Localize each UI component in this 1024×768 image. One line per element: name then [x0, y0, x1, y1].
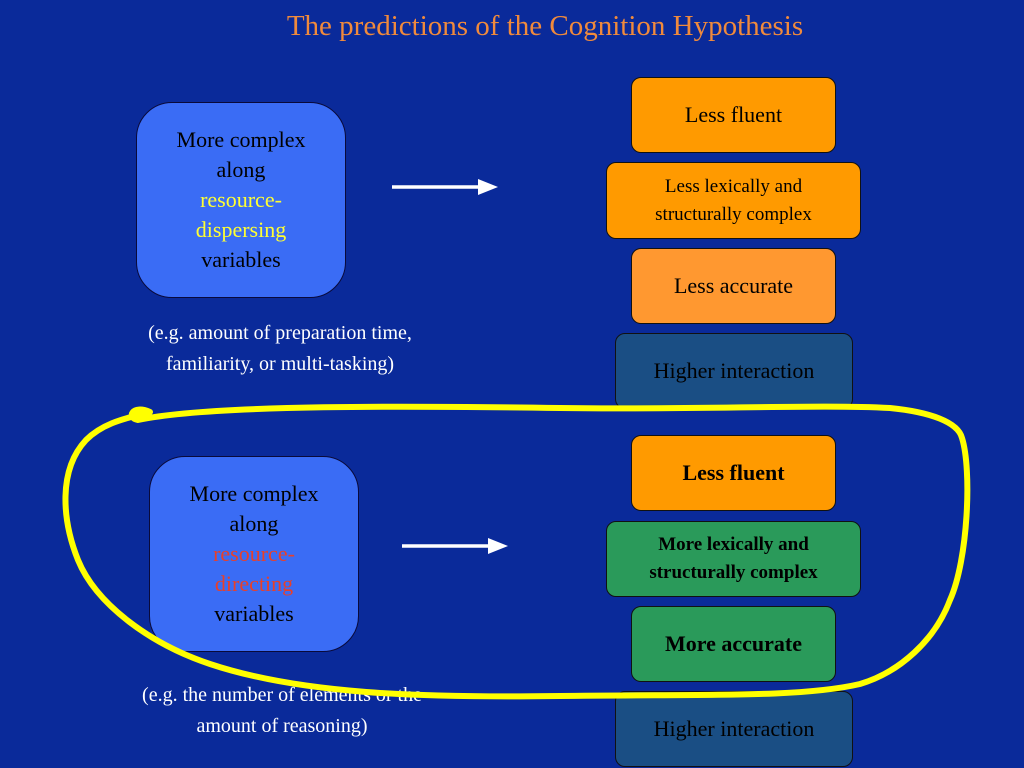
result-label: Less lexically and — [664, 175, 803, 197]
box-line: variables — [201, 247, 281, 272]
result-label: More lexically and — [658, 534, 809, 555]
result-less-complex: Less lexically and structurally complex — [606, 162, 861, 239]
result-label: structurally complex — [655, 203, 812, 225]
caption-line: (e.g. the number of elements or the — [142, 684, 422, 706]
result-more-accurate: More accurate — [631, 606, 836, 682]
result-higher-interaction: Higher interaction — [615, 333, 853, 409]
result-label: Less fluent — [684, 102, 783, 127]
box-line: along — [216, 157, 266, 182]
result-label: Higher interaction — [653, 358, 815, 383]
arrow-right-icon — [402, 538, 508, 554]
box-line: variables — [214, 601, 294, 626]
result-less-fluent: Less fluent — [631, 435, 836, 511]
box-highlight: dispersing — [195, 217, 287, 242]
resource-directing-box: More complex along resource- directing v… — [149, 456, 359, 652]
result-less-accurate: Less accurate — [631, 248, 836, 324]
box-line: More complex — [189, 481, 319, 506]
slide-title: The predictions of the Cognition Hypothe… — [286, 10, 804, 42]
result-label: Higher interaction — [653, 716, 815, 741]
result-more-complex: More lexically and structurally complex — [606, 521, 861, 597]
result-label: More accurate — [664, 631, 803, 656]
box-line: More complex — [176, 127, 306, 152]
arrow-right-icon — [392, 179, 498, 195]
result-higher-interaction: Higher interaction — [615, 691, 853, 767]
result-less-fluent: Less fluent — [631, 77, 836, 153]
box-highlight: directing — [214, 571, 294, 596]
caption-line: (e.g. amount of preparation time, — [148, 322, 412, 344]
box-highlight: resource- — [213, 541, 295, 566]
result-label: Less accurate — [673, 273, 794, 298]
box-highlight: resource- — [200, 187, 282, 212]
resource-dispersing-box: More complex along resource- dispersing … — [136, 102, 346, 298]
result-label: structurally complex — [649, 562, 818, 583]
caption-line: amount of reasoning) — [196, 715, 368, 737]
result-label: Less fluent — [682, 460, 785, 485]
example-caption: (e.g. the number of elements or the amou… — [80, 680, 484, 742]
example-caption: (e.g. amount of preparation time, famili… — [80, 318, 480, 380]
caption-line: familiarity, or multi-tasking) — [165, 353, 395, 375]
box-line: along — [229, 511, 279, 536]
